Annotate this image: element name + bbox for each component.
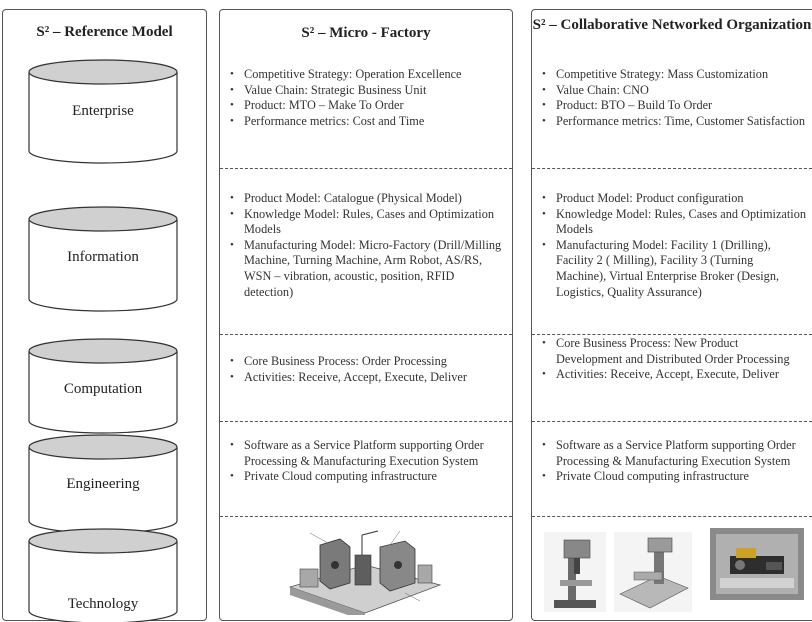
section-divider bbox=[532, 421, 812, 422]
cylinder-enterprise: Enterprise bbox=[28, 59, 178, 164]
list-item: Manufacturing Model: Micro-Factory (Dril… bbox=[230, 238, 506, 300]
cylinder-technology: Technology bbox=[28, 528, 178, 622]
list-item: Private Cloud computing infrastructure bbox=[230, 469, 506, 485]
mf-enterprise-section: Competitive Strategy: Operation Excellen… bbox=[228, 67, 506, 129]
micro-factory-panel: S² – Micro - Factory Competitive Strateg… bbox=[219, 9, 513, 621]
list-item: Product: MTO – Make To Order bbox=[230, 98, 506, 114]
section-divider bbox=[532, 168, 812, 169]
section-divider bbox=[220, 421, 512, 422]
list-item: Software as a Service Platform supportin… bbox=[542, 438, 806, 469]
cylinder-information: Information bbox=[28, 206, 178, 312]
list-item: Manufacturing Model: Facility 1 (Drillin… bbox=[542, 238, 806, 300]
layer-label-enterprise: Enterprise bbox=[72, 103, 134, 119]
list-item: Software as a Service Platform supportin… bbox=[230, 438, 506, 469]
list-item: Competitive Strategy: Mass Customization bbox=[542, 67, 806, 83]
list-item: Private Cloud computing infrastructure bbox=[542, 469, 806, 485]
turning-machine-photo bbox=[710, 528, 804, 605]
section-divider bbox=[532, 334, 812, 335]
section-divider bbox=[220, 516, 512, 517]
list-item: Core Business Process: New Product Devel… bbox=[542, 336, 806, 367]
list-item: Performance metrics: Cost and Time bbox=[230, 114, 506, 130]
list-item: Value Chain: Strategic Business Unit bbox=[230, 83, 506, 99]
list-item: Activities: Receive, Accept, Execute, De… bbox=[542, 367, 806, 383]
mf-engineering-section: Software as a Service Platform supportin… bbox=[228, 438, 506, 485]
section-divider bbox=[532, 516, 812, 517]
cno-computation-section: Core Business Process: New Product Devel… bbox=[540, 336, 806, 383]
cno-panel: S² – Collaborative Networked Organizatio… bbox=[531, 9, 812, 621]
micro-factory-illustration bbox=[280, 525, 445, 621]
cno-title: S² – Collaborative Networked Organizatio… bbox=[532, 17, 812, 33]
reference-model-panel: S² – Reference Model Enterprise Informat… bbox=[2, 9, 207, 622]
layer-label-engineering: Engineering bbox=[66, 476, 140, 492]
cno-enterprise-section: Competitive Strategy: Mass Customization… bbox=[540, 67, 806, 129]
list-item: Value Chain: CNO bbox=[542, 83, 806, 99]
reference-model-title: S² – Reference Model bbox=[36, 24, 173, 40]
list-item: Product: BTO – Build To Order bbox=[542, 98, 806, 114]
mf-information-section: Product Model: Catalogue (Physical Model… bbox=[228, 191, 506, 300]
mf-computation-section: Core Business Process: Order Processing … bbox=[228, 354, 506, 385]
list-item: Product Model: Catalogue (Physical Model… bbox=[230, 191, 506, 207]
list-item: Knowledge Model: Rules, Cases and Optimi… bbox=[542, 207, 806, 238]
list-item: Core Business Process: Order Processing bbox=[230, 354, 506, 370]
cno-engineering-section: Software as a Service Platform supportin… bbox=[540, 438, 806, 485]
layer-label-technology: Technology bbox=[67, 596, 139, 612]
list-item: Competitive Strategy: Operation Excellen… bbox=[230, 67, 506, 83]
list-item: Product Model: Product configuration bbox=[542, 191, 806, 207]
cylinder-computation: Computation bbox=[28, 338, 178, 434]
list-item: Knowledge Model: Rules, Cases and Optimi… bbox=[230, 207, 506, 238]
layer-label-computation: Computation bbox=[63, 381, 143, 397]
milling-machine-photo bbox=[614, 532, 692, 617]
section-divider bbox=[220, 168, 512, 169]
drilling-machine-photo bbox=[544, 532, 606, 617]
section-divider bbox=[220, 334, 512, 335]
cylinder-engineering: Engineering bbox=[28, 434, 178, 534]
list-item: Activities: Receive, Accept, Execute, De… bbox=[230, 370, 506, 386]
cno-information-section: Product Model: Product configuration Kno… bbox=[540, 191, 806, 300]
layer-label-information: Information bbox=[67, 249, 139, 265]
list-item: Performance metrics: Time, Customer Sati… bbox=[542, 114, 806, 130]
micro-factory-title: S² – Micro - Factory bbox=[301, 25, 431, 41]
